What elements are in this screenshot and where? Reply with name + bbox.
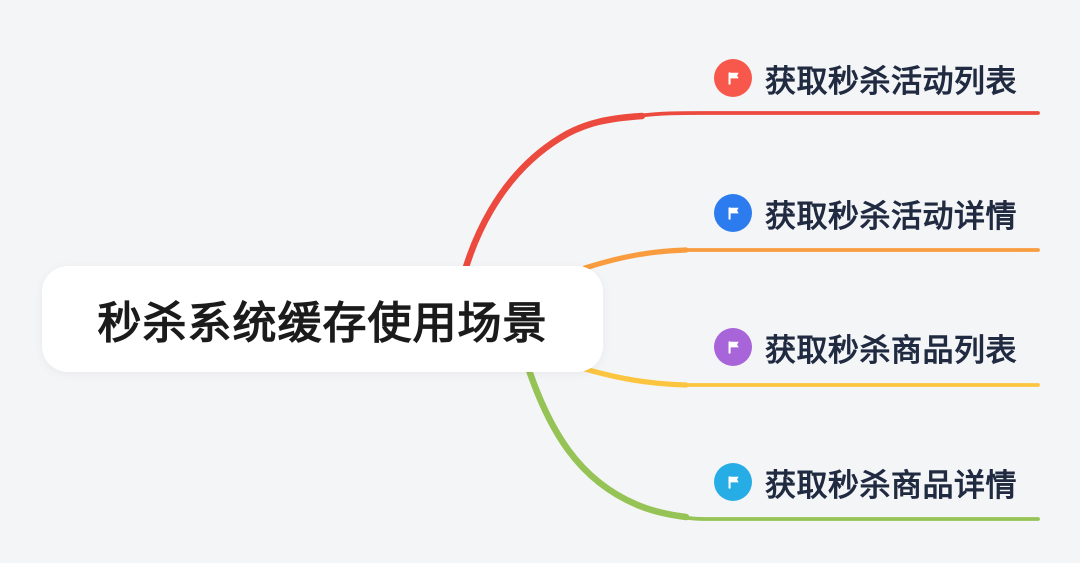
branch-label-text: 获取秒杀商品列表 xyxy=(765,332,1017,368)
branch-label-text: 获取秒杀活动列表 xyxy=(765,63,1017,99)
flag-icon xyxy=(714,328,752,366)
branch-curve-1 xyxy=(454,112,646,302)
branch-node-activity-detail[interactable]: 获取秒杀活动详情 xyxy=(714,194,1017,234)
branch-label-text: 获取秒杀商品详情 xyxy=(765,467,1017,503)
central-topic-label: 秒杀系统缓存使用场景 xyxy=(97,299,548,348)
branch-curve-4 xyxy=(520,351,690,521)
branch-underline-1 xyxy=(635,111,1040,118)
branch-label-text: 获取秒杀活动详情 xyxy=(765,198,1017,234)
flag-icon xyxy=(714,463,752,501)
central-topic-node[interactable]: 秒杀系统缓存使用场景 xyxy=(42,266,603,372)
flag-icon xyxy=(714,194,752,232)
flag-icon xyxy=(714,59,752,97)
branch-curve-2 xyxy=(582,247,689,271)
branch-curve-3 xyxy=(582,366,689,388)
branch-node-activity-list[interactable]: 获取秒杀活动列表 xyxy=(714,59,1017,99)
branch-underline-4 xyxy=(678,515,1040,521)
branch-node-product-list[interactable]: 获取秒杀商品列表 xyxy=(714,328,1017,368)
branch-node-product-detail[interactable]: 获取秒杀商品详情 xyxy=(714,463,1017,503)
